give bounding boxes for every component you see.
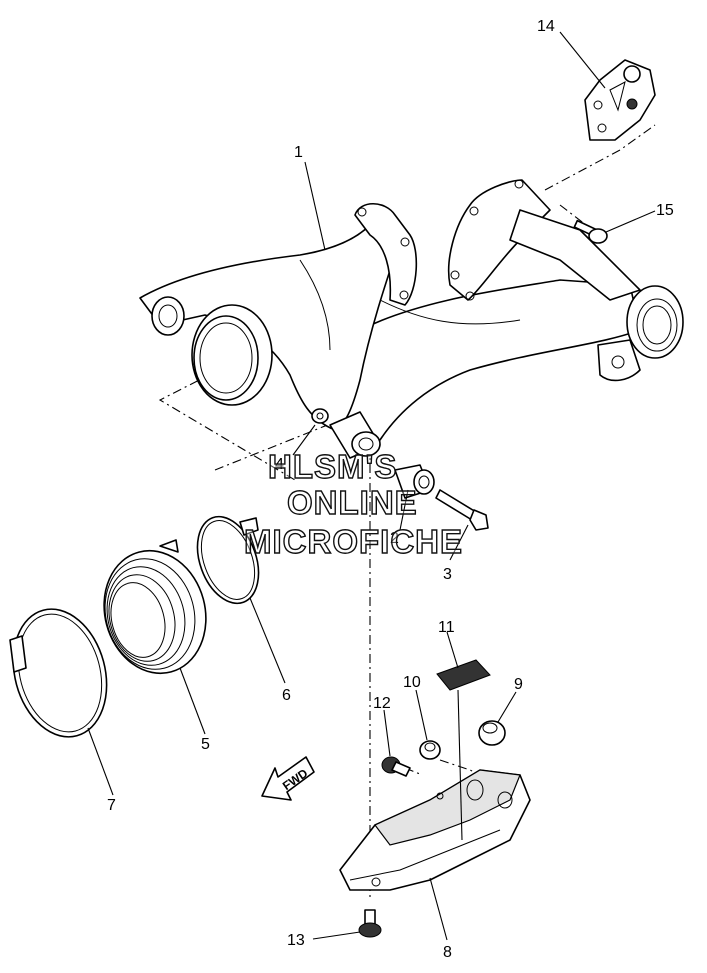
callout-10: 10 xyxy=(403,674,421,691)
watermark-line-3: MICROFICHE xyxy=(244,523,463,560)
callout-9: 9 xyxy=(514,676,523,693)
bushing-part-2 xyxy=(394,464,435,499)
collar-part-4 xyxy=(311,408,329,424)
fwd-arrow: FWD xyxy=(261,756,315,801)
bolt-part-15 xyxy=(573,219,608,244)
callout-11: 11 xyxy=(438,619,455,636)
bolt-part-12 xyxy=(381,756,411,777)
callout-14: 14 xyxy=(537,18,555,35)
callout-2: 2 xyxy=(390,530,399,547)
swing-arm xyxy=(139,179,684,459)
pad-part-11 xyxy=(436,659,491,691)
watermark-line-1: HLSM'S xyxy=(268,448,397,485)
callout-8: 8 xyxy=(443,944,452,961)
clamp-part-6 xyxy=(196,515,260,605)
bolt-part-13 xyxy=(358,909,382,938)
callout-12: 12 xyxy=(373,695,391,712)
clamp-part-7 xyxy=(9,608,108,738)
callout-6: 6 xyxy=(282,687,291,704)
callout-3: 3 xyxy=(443,566,452,583)
damper-part-9 xyxy=(478,720,506,746)
watermark-line-2: ONLINE xyxy=(287,484,418,521)
callout-1: 1 xyxy=(294,144,303,161)
bolt-part-3 xyxy=(435,489,489,531)
callout-15: 15 xyxy=(656,202,674,219)
callout-7: 7 xyxy=(107,797,116,814)
callout-5: 5 xyxy=(201,736,210,753)
boot-part-5 xyxy=(103,539,207,675)
callout-13: 13 xyxy=(287,932,305,949)
watermark: HLSM'S ONLINE MICROFICHE xyxy=(243,447,463,560)
bracket-part-14 xyxy=(584,59,656,141)
callout-numbers: 1 2 3 4 5 6 7 8 9 10 11 12 13 14 15 xyxy=(107,18,674,961)
damper-part-10 xyxy=(419,740,441,760)
leader-lines xyxy=(87,31,656,941)
guard-part-8 xyxy=(339,769,531,891)
callout-4: 4 xyxy=(275,456,284,473)
